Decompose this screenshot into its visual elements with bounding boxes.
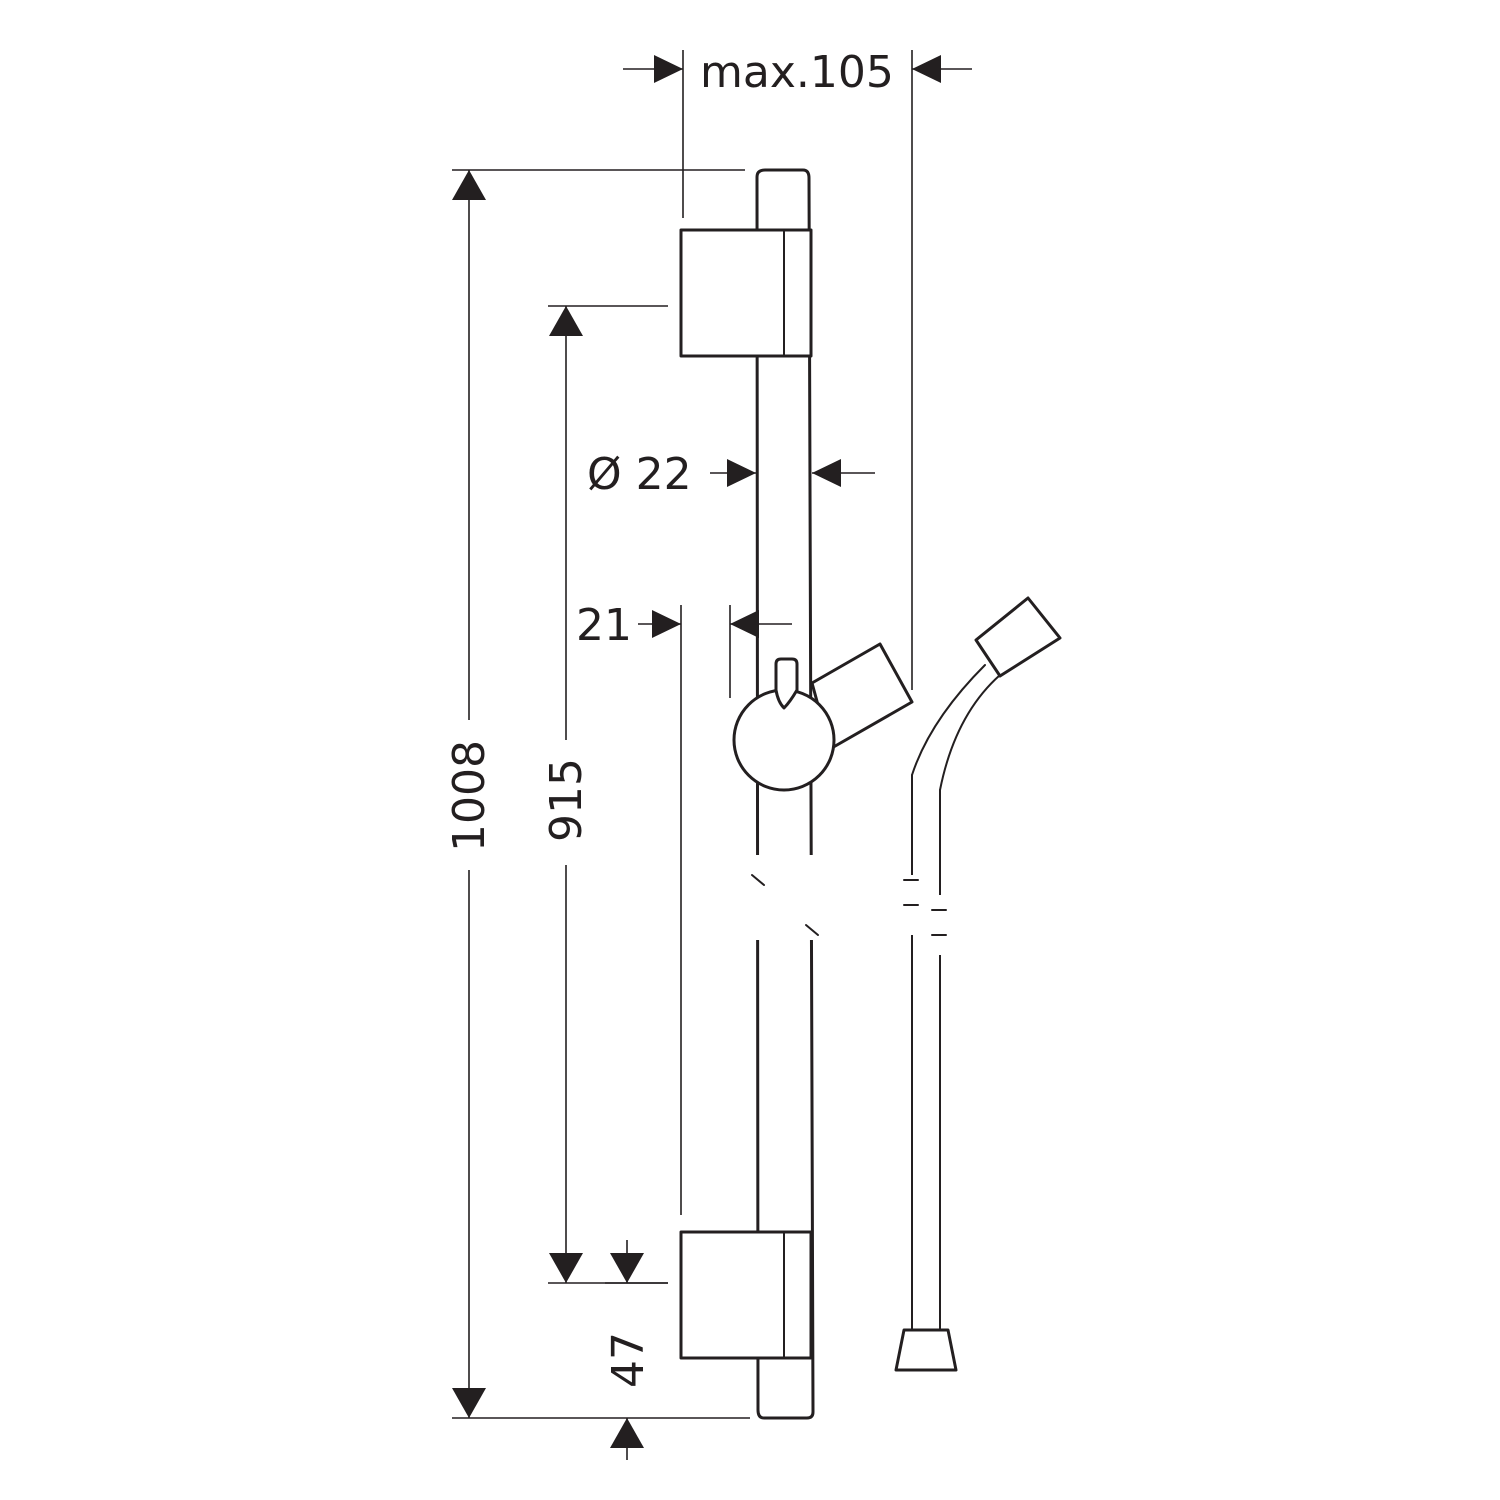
hose-cone-end [894,1328,958,1372]
shower-rail-assembly [679,168,1062,1420]
shower-hose [894,596,1062,1372]
offset-label: 21 [576,600,632,651]
dimension-bracket-spacing: 915 [541,305,668,1284]
wall-bar [755,168,815,1420]
break-markers [751,855,947,955]
max-width-label: max.105 [700,47,894,98]
bracket-spacing-label: 915 [541,758,592,842]
dimension-overall-height: 1008 [444,169,750,1419]
dimension-max-width: max.105 [623,47,972,690]
overall-height-label: 1008 [444,740,495,852]
bottom-offset-label: 47 [603,1332,654,1388]
dimension-bar-diameter: Ø 22 [587,449,875,500]
dimension-bottom-offset: 47 [603,1240,668,1460]
bar-diameter-label: Ø 22 [587,449,692,500]
slider-release-pin [774,657,799,710]
bottom-wall-bracket [679,1230,813,1360]
dimension-offset: 21 [576,600,792,1215]
hose-connector [974,596,1062,678]
sliding-holder [732,642,914,792]
top-wall-bracket [679,228,813,358]
